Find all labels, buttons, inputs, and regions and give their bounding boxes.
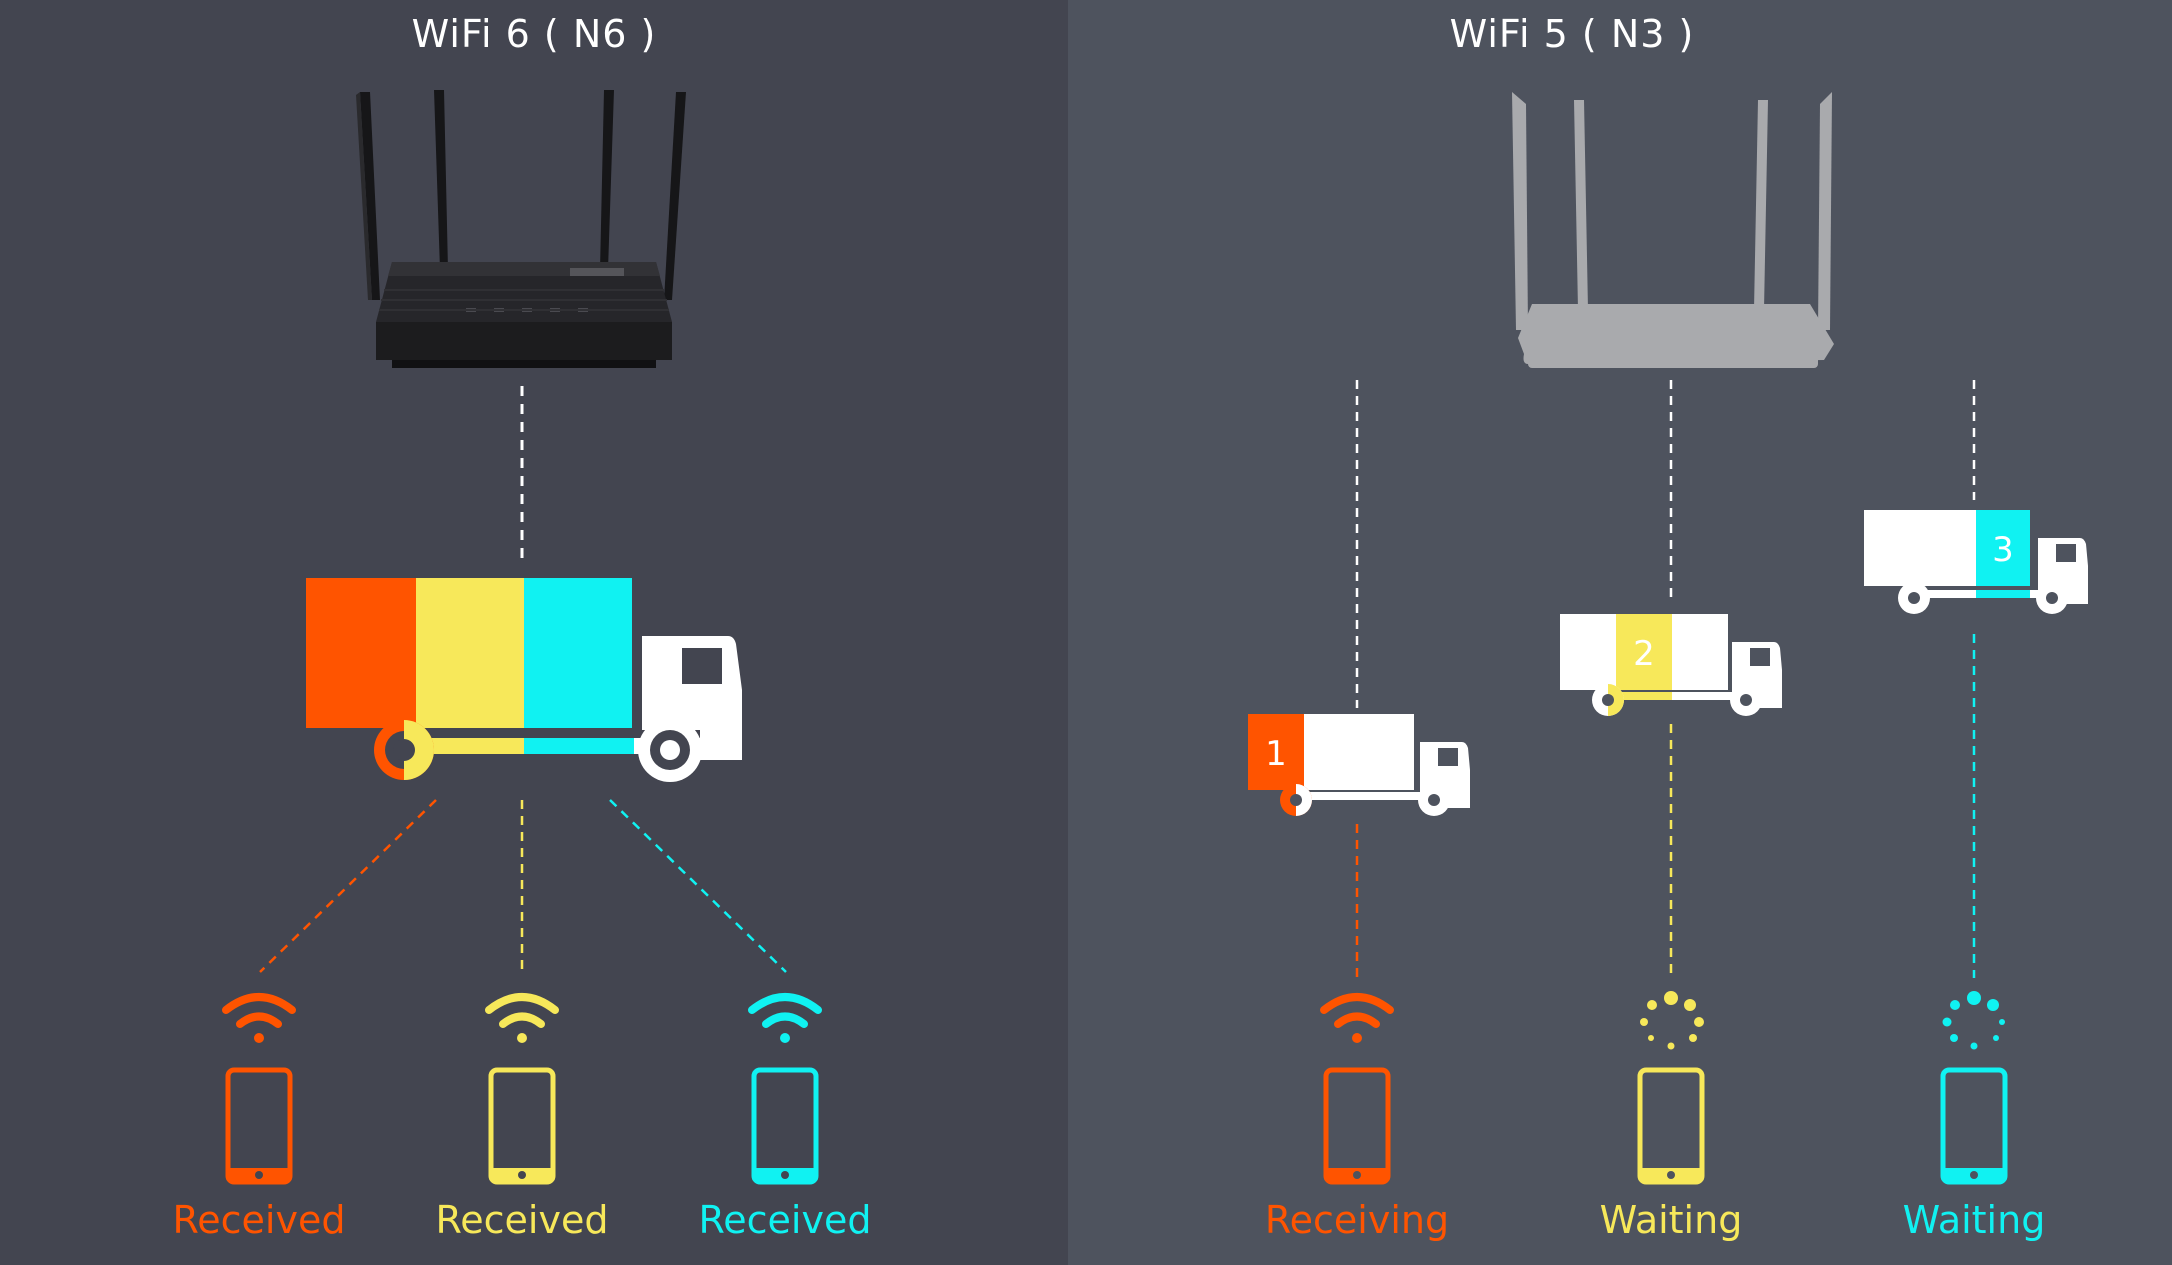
phone-icon bbox=[751, 1067, 819, 1185]
status-label: Received bbox=[698, 1198, 872, 1242]
phone-icon bbox=[1940, 1067, 2008, 1185]
truck-icon bbox=[306, 578, 742, 782]
phone-icon bbox=[1637, 1067, 1705, 1185]
wifi-icon bbox=[1320, 993, 1394, 1043]
truck-number-1: 1 bbox=[1265, 734, 1287, 774]
left-title: WiFi 6 ( N6 ) bbox=[411, 12, 657, 56]
status-label: Received bbox=[435, 1198, 609, 1242]
router-icon bbox=[1512, 92, 1834, 368]
truck-icon: 1 bbox=[1248, 714, 1470, 816]
status-label: Received bbox=[172, 1198, 346, 1242]
phone-icon bbox=[225, 1067, 293, 1185]
truck-icon: 2 bbox=[1560, 614, 1782, 716]
loading-icon bbox=[1640, 991, 1704, 1050]
phone-icon bbox=[488, 1067, 556, 1185]
wifi-icon bbox=[222, 993, 296, 1043]
phone-icon bbox=[1323, 1067, 1391, 1185]
status-label: Waiting bbox=[1599, 1198, 1743, 1242]
router-icon bbox=[356, 90, 686, 368]
status-label: Waiting bbox=[1902, 1198, 2046, 1242]
loading-icon bbox=[1942, 991, 2005, 1050]
status-label: Receiving bbox=[1264, 1198, 1450, 1242]
right-title: WiFi 5 ( N3 ) bbox=[1449, 12, 1695, 56]
truck-number-2: 2 bbox=[1633, 634, 1655, 674]
truck-icon: 3 bbox=[1864, 510, 2088, 614]
wifi-icon bbox=[748, 993, 822, 1043]
truck-number-3: 3 bbox=[1992, 530, 2014, 570]
wifi-icon bbox=[485, 993, 559, 1043]
